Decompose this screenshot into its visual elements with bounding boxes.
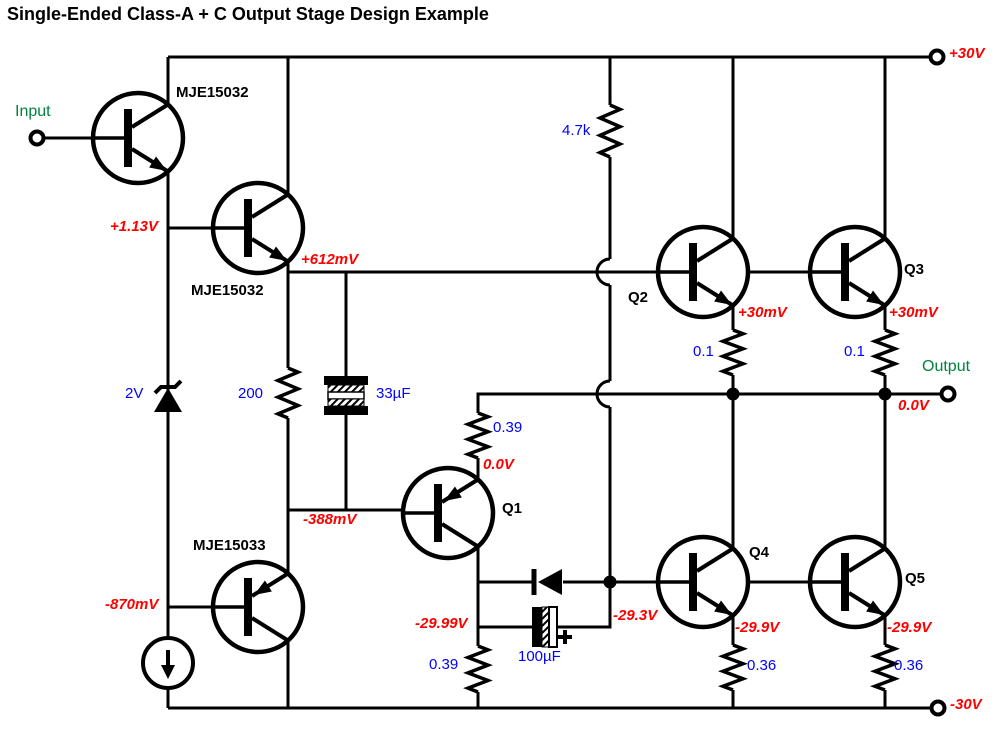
value-label-c-base: 33µF: [376, 385, 411, 402]
npn-q3-upper-lead: [847, 236, 887, 263]
pnp-t3-base-bar: [244, 578, 252, 636]
npn-t1-base-bar: [124, 109, 132, 167]
value-label-r-q4: 0.36: [747, 657, 777, 674]
npn-t1-emitter-arrow: [149, 156, 167, 171]
zener-cathode-bar: [153, 379, 183, 395]
voltage-label-q2-emitter: +30mV: [738, 304, 787, 321]
npn-q2-upper-lead: [695, 236, 735, 263]
voltage-label-vplus: +30V: [949, 45, 985, 62]
device-label-t3: MJE15033: [193, 537, 266, 554]
device-label-q1: Q1: [502, 500, 523, 517]
npn-q5-upper-lead: [847, 546, 887, 573]
npn-t1-upper-lead: [130, 102, 170, 129]
npn-q4-emitter-arrow: [714, 600, 732, 615]
input-label: Input: [15, 103, 51, 120]
resistor-symbol: [463, 411, 493, 460]
junction-dot: [878, 387, 892, 401]
value-label-r-q1-top: 0.39: [493, 419, 523, 436]
value-label-r-q3: 0.1: [844, 343, 865, 360]
diode-symbol: [538, 569, 562, 595]
device-label-t1: MJE15032: [176, 84, 249, 101]
device-label-q3: Q3: [904, 261, 925, 278]
wire-hop: [595, 257, 611, 287]
device-label-q4: Q4: [749, 544, 770, 561]
pnp-q1-base-bar: [434, 484, 442, 542]
input-terminal: [28, 129, 46, 147]
device-label-t2: MJE15032: [191, 282, 264, 299]
resistor-symbol: [463, 644, 493, 694]
npn-q2-emitter-arrow: [714, 290, 732, 305]
resistor-symbol: [718, 643, 748, 692]
cap33-hatch: [327, 384, 365, 393]
pnp-t3-lower-lead: [250, 616, 290, 643]
npn-q3-emitter-arrow: [866, 290, 884, 305]
diagram-title: Single-Ended Class-A + C Output Stage De…: [7, 4, 489, 24]
cap33-plate: [324, 406, 368, 415]
wire: [476, 392, 941, 413]
voltage-label-diode-node: -29.3V: [613, 607, 658, 624]
npn-q4-upper-lead: [695, 546, 735, 573]
voltage-label-t2-base: +1.13V: [110, 218, 158, 235]
voltage-label-q1-emitter: 0.0V: [483, 456, 514, 473]
value-label-c-bypass: 100µF: [518, 648, 561, 665]
pnp-q1-lower-lead: [440, 522, 480, 549]
value-label-r-q2: 0.1: [693, 343, 714, 360]
wire-hop: [595, 379, 611, 409]
vminus-terminal: [929, 699, 947, 717]
cap33-gap: [327, 391, 365, 400]
npn-t2-emitter-arrow: [269, 246, 287, 261]
voltage-label-q1-collector: -29.99V: [415, 615, 468, 632]
npn-q4-base-bar: [689, 553, 697, 611]
pnp-q1-emitter-arrow: [444, 486, 462, 501]
voltage-label-output: 0.0V: [898, 397, 929, 414]
resistor-symbol: [273, 366, 303, 420]
cap33-plate: [324, 376, 368, 385]
voltage-label-q3-emitter: +30mV: [889, 304, 938, 321]
wire: [557, 407, 612, 629]
junction-dot: [726, 387, 740, 401]
output-terminal: [939, 385, 957, 403]
current-source-arrowhead: [161, 665, 175, 679]
junction-dot: [603, 575, 617, 589]
voltage-label-vminus: -30V: [950, 696, 982, 713]
value-label-r-q1-bot: 0.39: [429, 656, 459, 673]
device-label-q2: Q2: [628, 289, 649, 306]
value-label-r-base: 200: [238, 385, 264, 402]
voltage-label-t3-base: -870mV: [105, 596, 159, 613]
npn-t2-base-bar: [244, 199, 252, 257]
voltage-label-q1-base: -388mV: [303, 511, 357, 528]
value-label-r-q5: 0.36: [894, 657, 924, 674]
cap100-hatch: [541, 606, 550, 648]
npn-q2-base-bar: [689, 243, 697, 301]
voltage-label-bias-top: +612mV: [301, 251, 359, 268]
resistor-symbol: [718, 328, 748, 377]
voltage-label-q5-emitter: -29.9V: [887, 619, 932, 636]
vplus-terminal: [928, 48, 946, 66]
resistor-symbol: [870, 643, 900, 692]
cap33-hatch: [327, 398, 365, 407]
device-label-q5: Q5: [905, 570, 926, 587]
npn-t2-upper-lead: [250, 192, 290, 219]
output-label: Output: [922, 358, 971, 375]
zener-diode-symbol: [154, 388, 182, 412]
pnp-t3-emitter-arrow: [254, 580, 272, 595]
resistor-symbol: [870, 328, 900, 377]
value-label-zener: 2V: [125, 385, 144, 402]
npn-q5-base-bar: [841, 553, 849, 611]
npn-q3-base-bar: [841, 243, 849, 301]
voltage-label-q4-emitter: -29.9V: [735, 619, 780, 636]
cap100-plate-pos: [548, 606, 558, 648]
cap100-plate: [532, 607, 542, 647]
npn-q5-emitter-arrow: [866, 600, 884, 615]
value-label-r-bias: 4.7k: [562, 122, 591, 139]
resistor-symbol: [595, 103, 625, 159]
